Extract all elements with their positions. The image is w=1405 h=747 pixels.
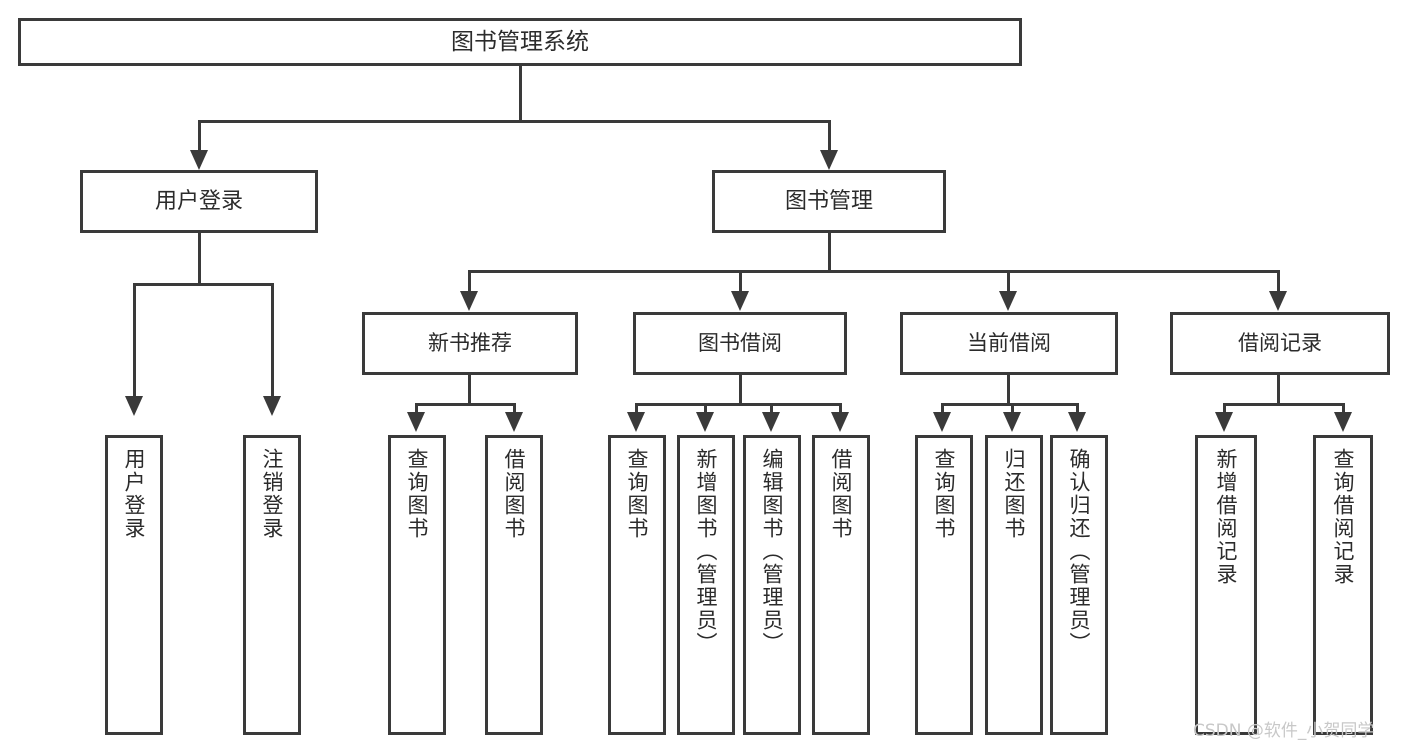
arrow-bookmgmt-child-3 (999, 291, 1017, 311)
edge-newbook-bus (415, 403, 516, 406)
edge-records-stem (1277, 375, 1280, 405)
arrow-newbook-leaf-2 (505, 412, 523, 432)
leaf-return-book[interactable]: 归还图书 (985, 435, 1043, 735)
edge-bookmgmt-drop-2 (739, 270, 742, 295)
node-root[interactable]: 图书管理系统 (18, 18, 1022, 66)
node-root-label: 图书管理系统 (451, 28, 589, 55)
leaf-add-book-admin[interactable]: 新增图书（管理员） (677, 435, 735, 735)
leaf-query-book-newbook[interactable]: 查询图书 (388, 435, 446, 735)
leaf-query-book-current[interactable]: 查询图书 (915, 435, 973, 735)
edge-current-stem (1007, 375, 1010, 405)
node-current-borrow[interactable]: 当前借阅 (900, 312, 1118, 375)
edge-bookmgmt-stem (828, 233, 831, 273)
edge-bookmgmt-drop-4 (1277, 270, 1280, 295)
leaf-confirm-return-admin-label: 确认归还（管理员） (1067, 448, 1092, 655)
arrow-bookmgmt-child-2 (731, 291, 749, 311)
arrow-current-leaf-1 (933, 412, 951, 432)
edge-records-drop-1 (1223, 403, 1226, 415)
leaf-add-borrow-record-label: 新增借阅记录 (1214, 448, 1239, 586)
leaf-user-login-label: 用户登录 (122, 448, 147, 540)
edge-borrow-drop-2 (704, 403, 707, 415)
edge-root-bus (198, 120, 831, 123)
leaf-logout-label: 注销登录 (260, 448, 285, 540)
edge-bookmgmt-drop-1 (468, 270, 471, 295)
edge-root-stem (519, 66, 522, 122)
edge-current-drop-2 (1011, 403, 1014, 415)
edge-login-bus (133, 283, 273, 286)
leaf-borrow-book-label: 借阅图书 (829, 448, 854, 540)
arrow-borrow-leaf-3 (762, 412, 780, 432)
edge-newbook-drop-2 (513, 403, 516, 415)
leaf-query-book-newbook-label: 查询图书 (405, 448, 430, 540)
leaf-query-borrow-record-label: 查询借阅记录 (1331, 448, 1356, 586)
leaf-query-book-borrow-label: 查询图书 (625, 448, 650, 540)
arrow-borrow-leaf-2 (696, 412, 714, 432)
arrow-bookmgmt-child-1 (460, 291, 478, 311)
arrow-root-to-login (190, 150, 208, 170)
arrow-records-leaf-1 (1215, 412, 1233, 432)
edge-login-drop-1 (133, 283, 136, 398)
edge-login-drop-2 (271, 283, 274, 398)
edge-newbook-drop-1 (415, 403, 418, 415)
node-book-borrow[interactable]: 图书借阅 (633, 312, 847, 375)
arrow-bookmgmt-child-4 (1269, 291, 1287, 311)
node-book-management-label: 图书管理 (784, 188, 873, 214)
edge-bookmgmt-drop-3 (1007, 270, 1010, 295)
edge-login-stem (198, 233, 201, 285)
leaf-confirm-return-admin[interactable]: 确认归还（管理员） (1050, 435, 1108, 735)
node-borrow-records[interactable]: 借阅记录 (1170, 312, 1390, 375)
node-new-book-recommend-label: 新书推荐 (428, 331, 512, 356)
node-current-borrow-label: 当前借阅 (967, 331, 1051, 356)
edge-borrow-bus (635, 403, 841, 406)
leaf-edit-book-admin-label: 编辑图书（管理员） (760, 448, 785, 655)
arrow-current-leaf-2 (1003, 412, 1021, 432)
arrow-current-leaf-3 (1068, 412, 1086, 432)
node-borrow-records-label: 借阅记录 (1238, 331, 1322, 356)
leaf-add-book-admin-label: 新增图书（管理员） (694, 448, 719, 655)
csdn-watermark: CSDN @软件_小贺同学 (1193, 721, 1375, 741)
edge-root-to-bookmgmt (828, 120, 831, 152)
edge-current-drop-3 (1076, 403, 1079, 415)
leaf-borrow-book[interactable]: 借阅图书 (812, 435, 870, 735)
leaf-borrow-book-newbook[interactable]: 借阅图书 (485, 435, 543, 735)
edge-borrow-drop-3 (770, 403, 773, 415)
edge-bookmgmt-bus (468, 270, 1280, 273)
leaf-return-book-label: 归还图书 (1002, 448, 1027, 540)
edge-records-bus (1223, 403, 1345, 406)
edge-root-to-login (198, 120, 201, 152)
node-book-borrow-label: 图书借阅 (698, 331, 782, 356)
edge-current-drop-1 (941, 403, 944, 415)
arrow-borrow-leaf-1 (627, 412, 645, 432)
leaf-borrow-book-newbook-label: 借阅图书 (502, 448, 527, 540)
node-user-login-label: 用户登录 (154, 188, 243, 214)
arrow-root-to-bookmgmt (820, 150, 838, 170)
edge-records-drop-2 (1342, 403, 1345, 415)
node-book-management[interactable]: 图书管理 (712, 170, 946, 233)
edge-borrow-drop-4 (839, 403, 842, 415)
arrow-newbook-leaf-1 (407, 412, 425, 432)
node-new-book-recommend[interactable]: 新书推荐 (362, 312, 578, 375)
leaf-logout[interactable]: 注销登录 (243, 435, 301, 735)
leaf-query-borrow-record[interactable]: 查询借阅记录 (1313, 435, 1373, 735)
leaf-user-login[interactable]: 用户登录 (105, 435, 163, 735)
edge-current-bus (941, 403, 1079, 406)
leaf-query-book-borrow[interactable]: 查询图书 (608, 435, 666, 735)
arrow-login-leaf-2 (263, 396, 281, 416)
edge-borrow-stem (739, 375, 742, 405)
leaf-query-book-current-label: 查询图书 (932, 448, 957, 540)
arrow-borrow-leaf-4 (831, 412, 849, 432)
edge-newbook-stem (468, 375, 471, 405)
leaf-add-borrow-record[interactable]: 新增借阅记录 (1195, 435, 1257, 735)
edge-borrow-drop-1 (635, 403, 638, 415)
arrow-login-leaf-1 (125, 396, 143, 416)
leaf-edit-book-admin[interactable]: 编辑图书（管理员） (743, 435, 801, 735)
node-user-login[interactable]: 用户登录 (80, 170, 318, 233)
arrow-records-leaf-2 (1334, 412, 1352, 432)
